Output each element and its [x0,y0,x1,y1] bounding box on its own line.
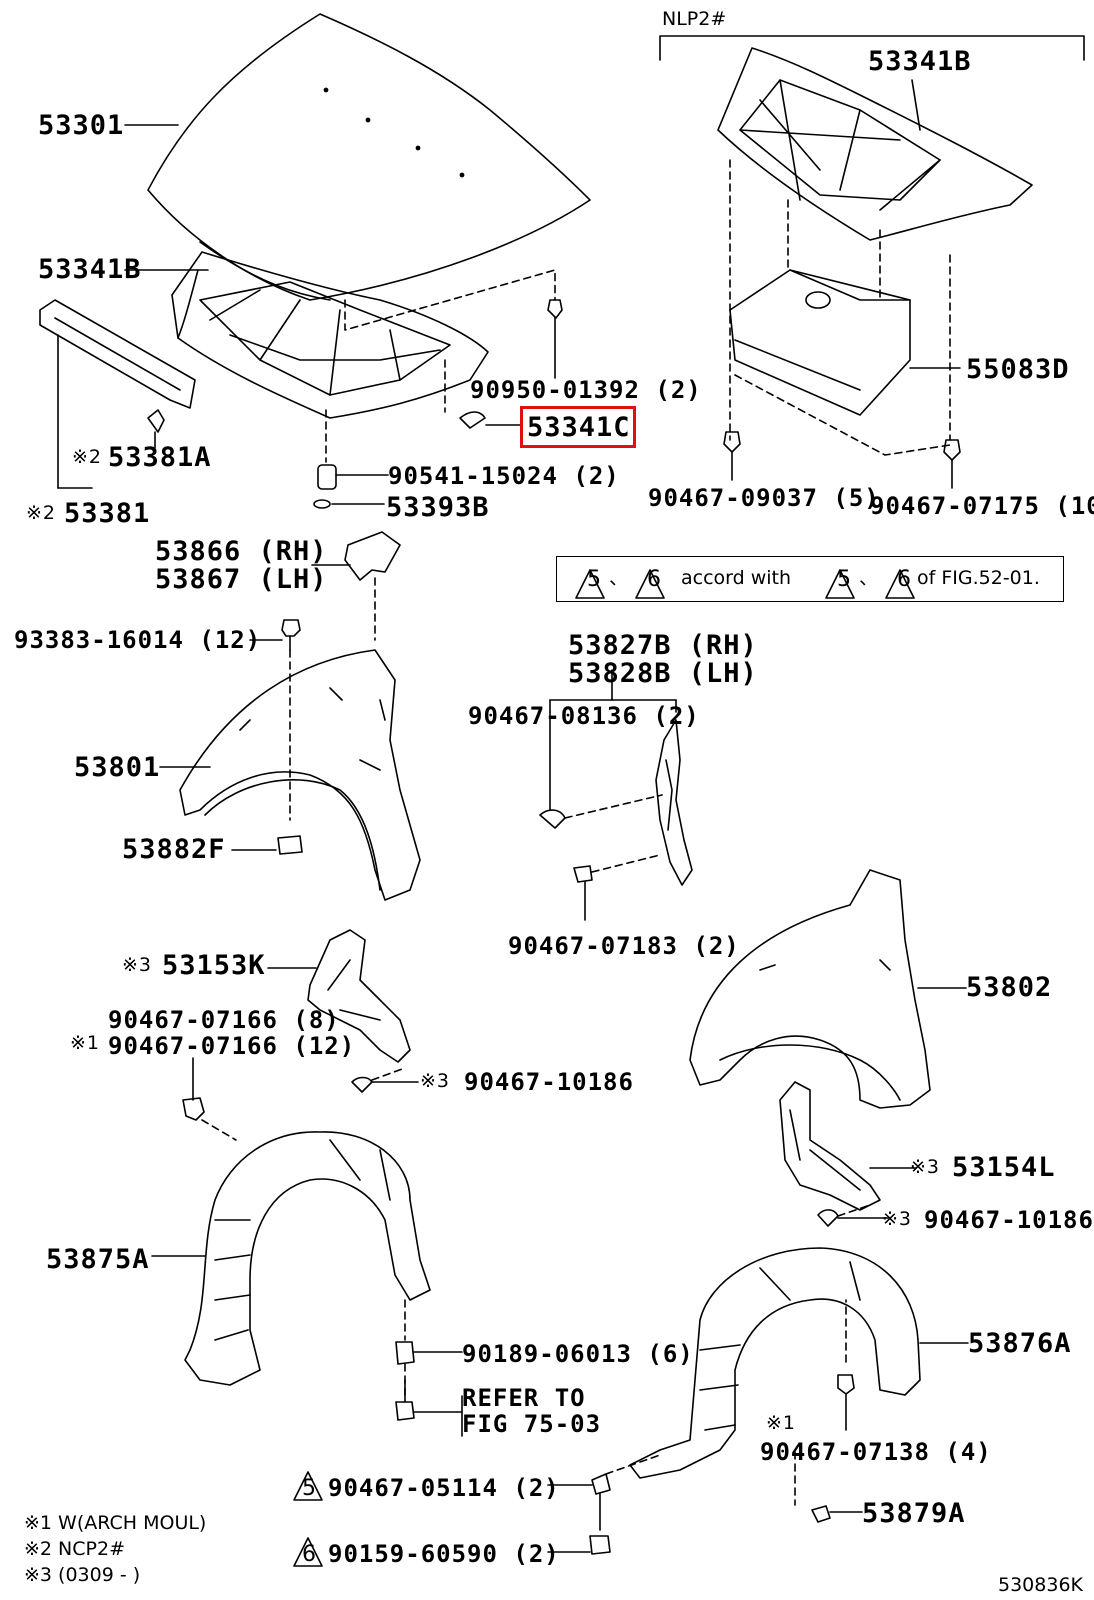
cushion-53882F [231,835,303,855]
label-53301: 53301 [38,110,125,141]
legend-3: ※3 (0309 - ) [24,1564,141,1586]
mark-2-53381A: ※2 [72,446,103,468]
label-90467-07166-12: 90467-07166 (12) [108,1032,356,1060]
fender-53802 [689,869,967,1109]
highlight-box [520,406,636,448]
fender-53801 [159,649,421,901]
bracket-53153K [267,929,419,1093]
legend-2: ※2 NCP2# [24,1538,125,1560]
label-90467-07175: 90467-07175 (10 [870,492,1094,520]
note-sep-b: 、 [859,567,879,589]
figure-code: 530836K [998,1574,1083,1596]
clip-90467-07166 [182,1057,205,1121]
label-55083D: 55083D [966,354,1070,385]
label-90189-06013: 90189-06013 (6) [462,1340,694,1368]
label-fig-75-03: FIG 75-03 [462,1410,602,1438]
note-box: 5 、 6 accord with 5 、 6 of FIG.52-01. [556,556,1064,602]
label-90467-08136: 90467-08136 (2) [468,702,700,730]
label-53381: 53381 [64,498,151,529]
mark-3-53154L: ※3 [910,1156,941,1178]
mark-3-10186a: ※3 [420,1070,451,1092]
label-53381A: 53381A [108,442,212,473]
label-53882F: 53882F [122,834,226,865]
label-90467-10186b: 90467-10186 [924,1206,1094,1234]
mark-1-07166: ※1 [70,1032,101,1054]
label-90541-15024: 90541-15024 (2) [388,462,620,490]
legend-1: ※1 W(ARCH MOUL) [24,1512,207,1534]
top-dashes [325,269,556,463]
label-53341C: 53341C [527,412,631,443]
group-header: NLP2# [662,8,727,30]
label-53827B: 53827B (RH) [568,630,758,661]
undercover-55083D [729,269,961,416]
label-90159-60590: 90159-60590 (2) [328,1540,560,1568]
mark-3-53153K: ※3 [122,954,153,976]
seal-dashes [564,794,663,873]
note-tri-6b: 6 [897,567,912,592]
label-53393B: 53393B [386,492,490,523]
mark-2-53381: ※2 [26,502,57,524]
note-tri-6a: 6 [647,567,662,592]
note-sep-a: 、 [609,567,629,589]
label-90467-07183: 90467-07183 (2) [508,932,740,960]
label-53154L: 53154L [952,1152,1056,1183]
liner-53875A [151,1131,431,1386]
label-53341B-nlp: 53341B [868,46,972,77]
mark-3-10186b: ※3 [882,1208,913,1230]
label-53153K: 53153K [162,950,266,981]
tri-5-label: 5 [302,1476,317,1501]
label-53828B: 53828B (LH) [568,658,758,689]
label-53802: 53802 [966,972,1053,1003]
undercover-dashes [729,159,951,456]
mark-1-07138: ※1 [766,1412,797,1434]
strip-53381 [39,299,196,489]
label-53879A: 53879A [862,1498,966,1529]
note-triangles [293,569,915,1567]
label-53866: 53866 (RH) [155,536,328,567]
label-90467-07166-8: 90467-07166 (8) [108,1006,340,1034]
liner-53876A [629,1247,969,1479]
bolt-93383 [249,619,301,651]
label-90950-01392: 90950-01392 (2) [470,376,702,404]
label-90467-09037: 90467-09037 (5) [648,484,880,512]
label-53801: 53801 [74,752,161,783]
note-tri-5b: 5 [837,567,852,592]
label-90467-10186a: 90467-10186 [464,1068,634,1096]
note-accord: accord with [681,567,792,589]
label-53876A: 53876A [968,1328,1072,1359]
clip-90467-07138 [837,1374,855,1431]
hood-53301 [124,13,591,301]
nlp-insulator-53341B [717,47,1033,241]
hood-insulator-53341B [124,251,489,419]
nlp-bracket [659,35,1085,61]
clip-53879A [811,1505,863,1523]
tri-6-label: 6 [302,1542,317,1567]
bracket-53154L [779,1081,917,1227]
bracket-53866 [311,531,401,581]
top-fasteners [313,299,961,509]
clip-90467-05114 [547,1473,611,1555]
label-93383-16014: 93383-16014 (12) [14,626,262,654]
label-53867: 53867 (LH) [155,564,328,595]
label-53341B-hood: 53341B [38,254,142,285]
label-90467-05114: 90467-05114 (2) [328,1474,560,1502]
label-53875A: 53875A [46,1244,150,1275]
label-refer-to: REFER TO [462,1384,586,1412]
bolt-90189 [395,1341,463,1437]
note-of-fig: of FIG.52-01. [917,567,1040,589]
note-tri-5a: 5 [587,567,602,592]
label-90467-07138: 90467-07138 (4) [760,1438,992,1466]
